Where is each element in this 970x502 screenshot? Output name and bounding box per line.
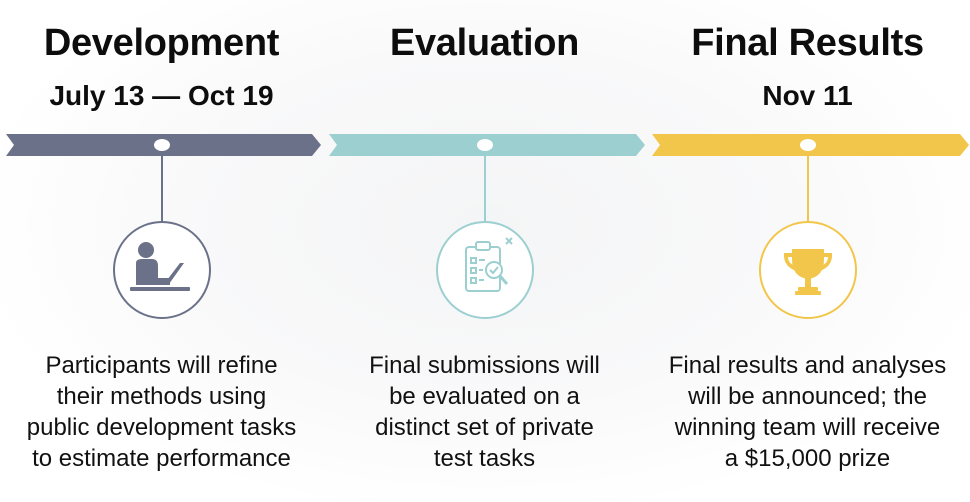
phase-development: Development July 13 — Oct 19 Participant…: [0, 0, 323, 502]
description-line: winning team will receive: [674, 414, 941, 441]
phase-evaluation: Evaluation Final submissions will be eva…: [323, 0, 646, 502]
evaluation-dot: [477, 139, 493, 151]
phase-final-results: Final Results Nov 11 Final results and a…: [646, 0, 969, 502]
phase-description: Final results and analyses will be annou…: [646, 350, 969, 474]
description-line: public development tasks: [26, 414, 297, 441]
phase-title: Development: [43, 22, 280, 64]
description-line: to estimate performance: [32, 445, 291, 472]
description-line: their methods using: [56, 383, 267, 410]
description-line: will be announced; the: [688, 383, 927, 410]
description-line: distinct set of private: [375, 414, 594, 441]
phase-description: Final submissions will be evaluated on a…: [323, 350, 646, 474]
description-line: be evaluated on a: [389, 383, 580, 410]
phase-title: Final Results: [691, 22, 924, 64]
description-line: Final submissions will: [369, 352, 600, 379]
description-line: a $15,000 prize: [724, 445, 891, 472]
phase-description: Participants will refine their methods u…: [0, 350, 323, 474]
phase-date: July 13 — Oct 19: [49, 80, 274, 111]
clipboard-magnifier-icon: [465, 237, 513, 292]
description-line: test tasks: [433, 445, 536, 472]
phase-date: Nov 11: [762, 80, 853, 111]
phase-title: Evaluation: [389, 22, 580, 64]
development-icon-circle: [113, 221, 211, 319]
development-dot: [154, 139, 170, 151]
description-line: Participants will refine: [45, 352, 278, 379]
person-at-laptop-icon: [130, 242, 190, 291]
final-results-dot: [800, 139, 816, 151]
trophy-icon: [783, 249, 833, 295]
description-line: Final results and analyses: [668, 352, 947, 379]
